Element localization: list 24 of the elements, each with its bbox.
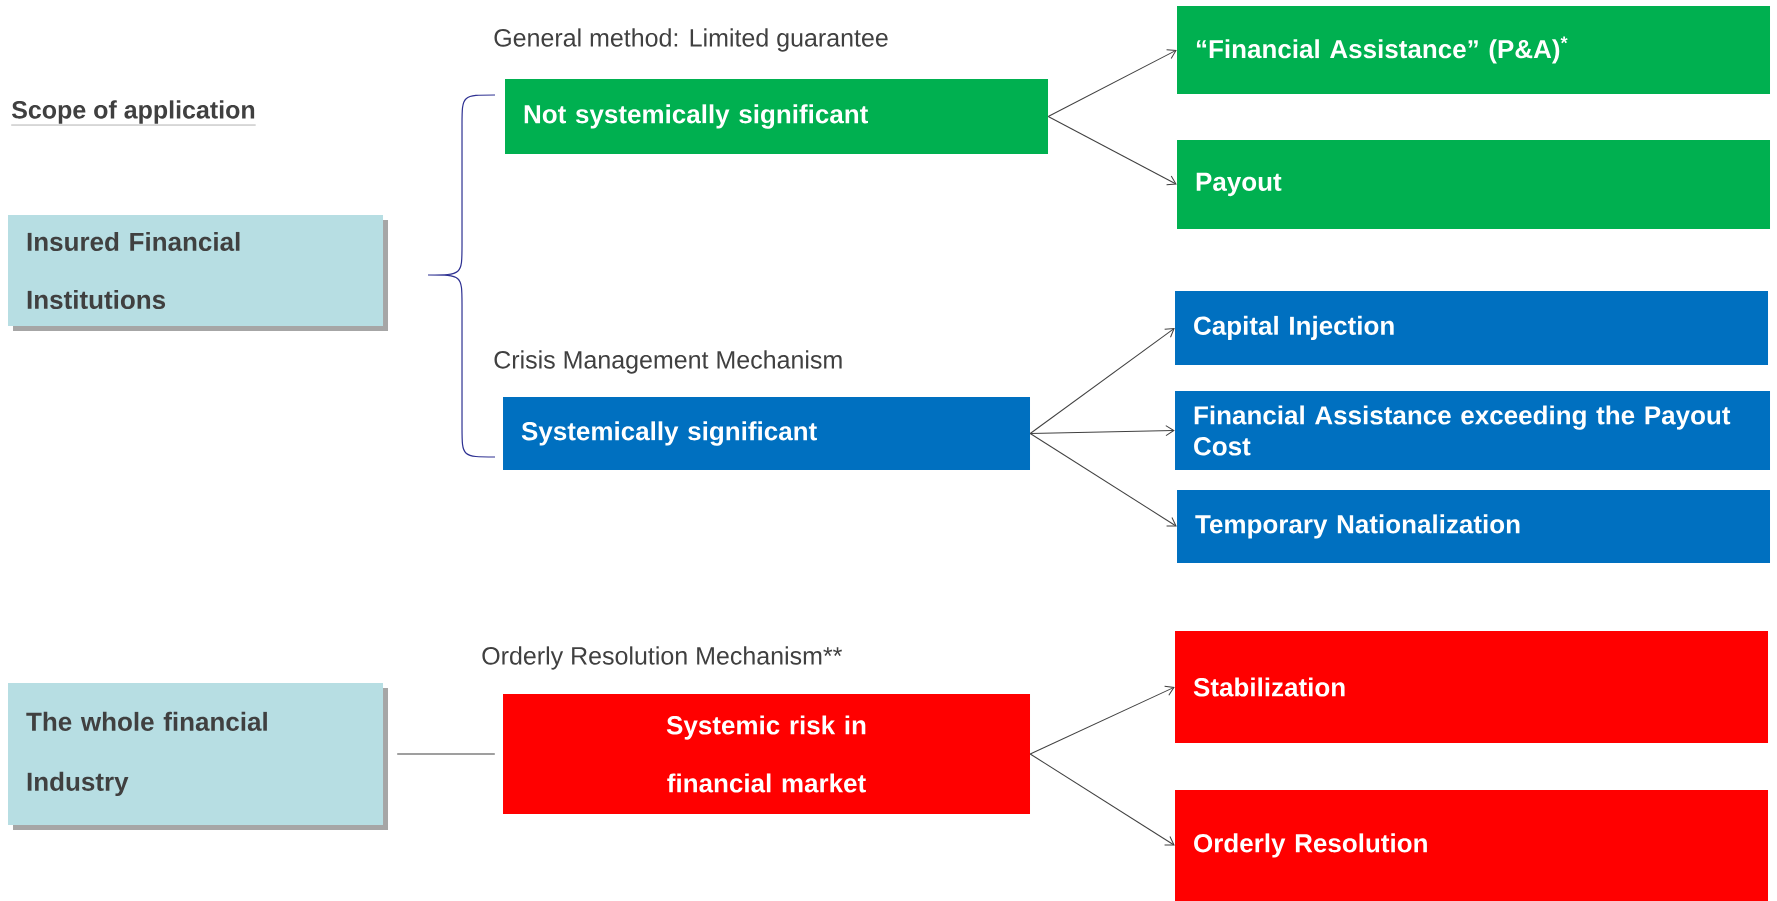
arrow [1029, 433, 1177, 527]
method-box: Systemically significant [503, 397, 1030, 470]
method-box: Financial Assistance exceeding the Payout Cost [1175, 391, 1770, 470]
arrow [1047, 116, 1177, 186]
mechanism-caption: Orderly Resolution Mechanism** [482, 646, 842, 670]
method-box: Capital Injection [1175, 291, 1768, 365]
arrow [1029, 425, 1175, 437]
mechanism-caption: Crisis Management Mechanism [494, 350, 842, 374]
mechanism-caption: General method: Limited guarantee [494, 28, 888, 52]
method-box: Temporary Nationalization [1177, 490, 1770, 563]
scope-box: Insured Financial Institutions [8, 215, 388, 331]
arrow [1029, 328, 1175, 434]
method-box: “Financial Assistance” (P&A)$^{*}$ [1177, 6, 1770, 94]
method-box: Payout [1177, 140, 1770, 229]
method-box: Orderly Resolution [1175, 790, 1768, 901]
arrow [1029, 753, 1175, 846]
scope-box: The whole financial Industry [8, 683, 388, 830]
method-box: Not systemically significant [505, 79, 1048, 154]
method-box: Systemic risk in financial market [503, 694, 1030, 814]
connector-line [396, 753, 496, 755]
section-heading: Scope of application [11, 100, 256, 126]
arrow [1029, 685, 1175, 755]
arrow [1047, 49, 1177, 117]
method-box: Stabilization [1175, 631, 1768, 743]
